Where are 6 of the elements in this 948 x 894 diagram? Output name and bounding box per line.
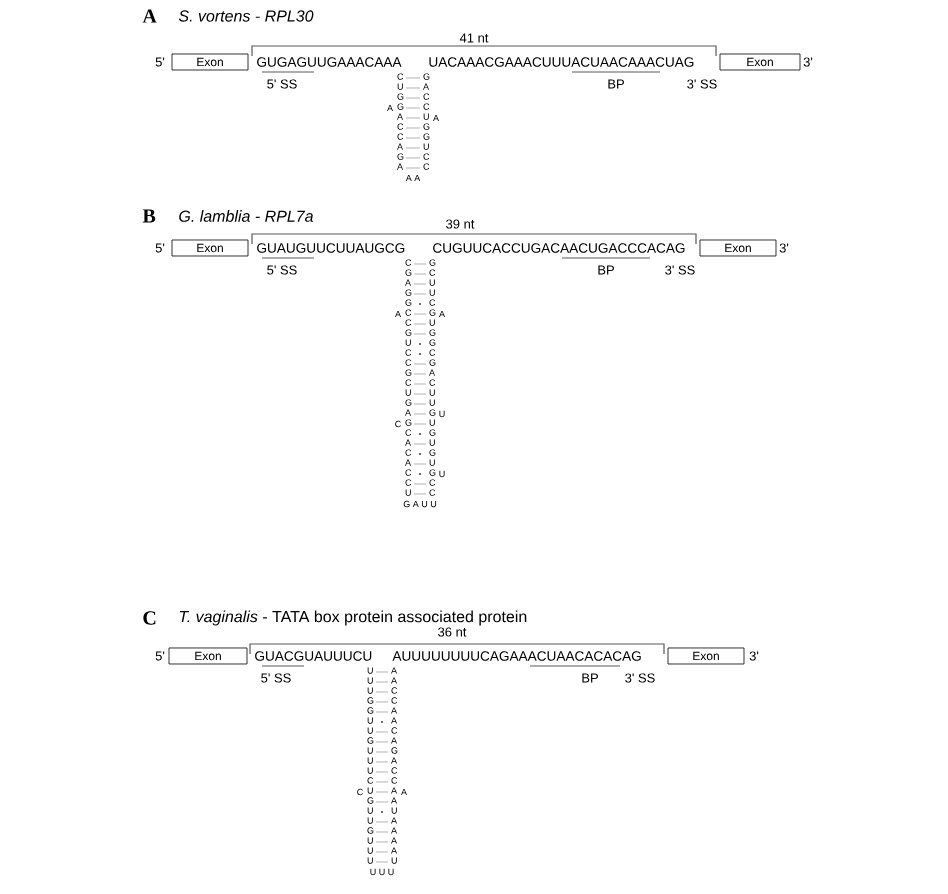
panel-title: T. vaginalis - TATA box protein associated protein [179,610,527,626]
panel-letter: C [143,611,156,625]
panel-letter: B [142,209,156,223]
panel-letter: A [142,9,157,23]
panel-title: S. vortens - RPL30 [178,10,314,22]
panel-title: G. lamblia - RPL7a [179,210,313,222]
